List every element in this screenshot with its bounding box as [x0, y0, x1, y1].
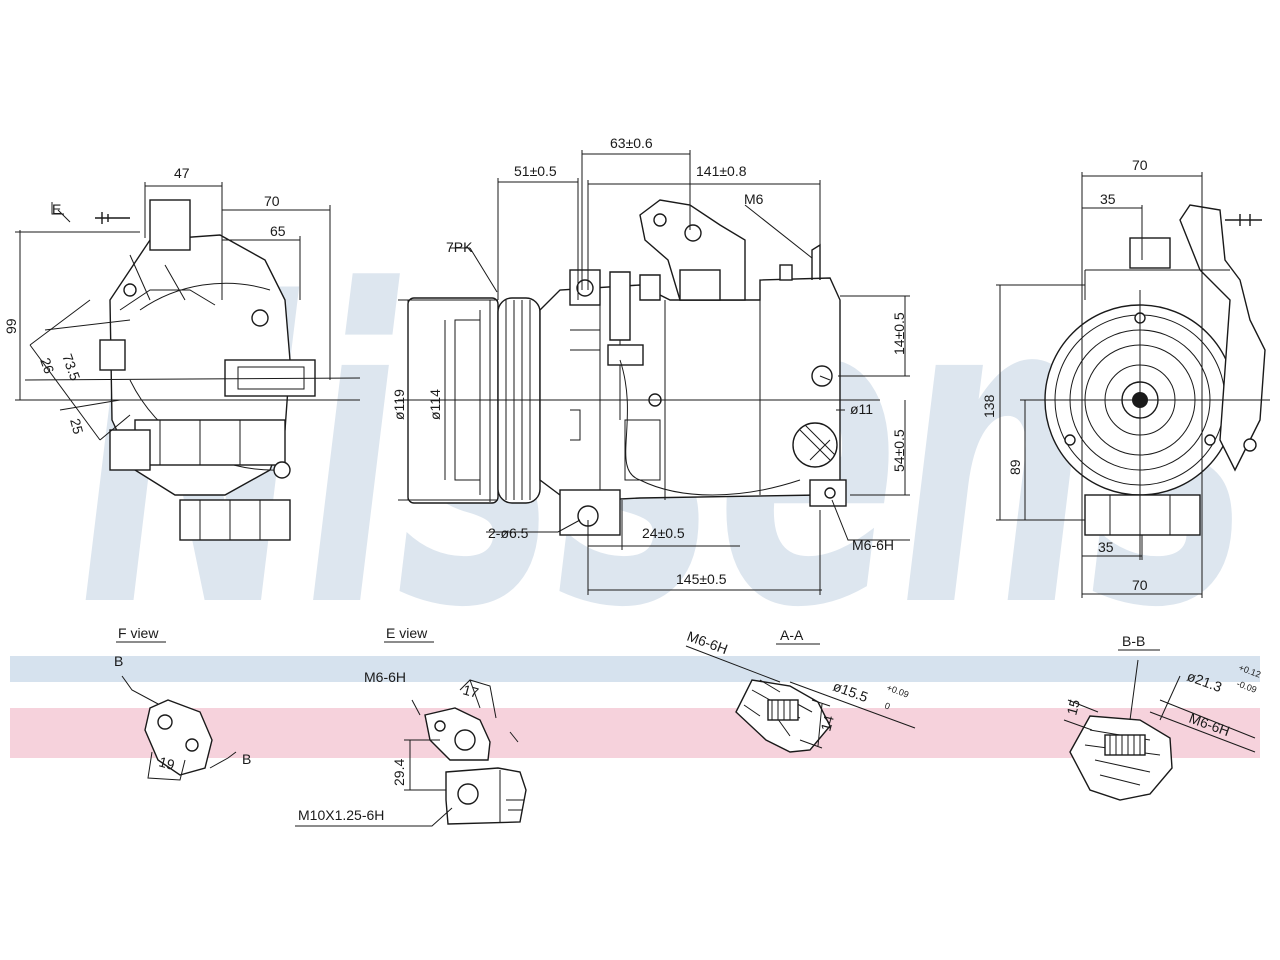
left-dim-26: 26	[37, 356, 57, 376]
eview-thread2: M10X1.25-6H	[298, 807, 384, 823]
aa-tol-dn: 0	[883, 700, 891, 711]
left-dim-25: 25	[67, 417, 87, 436]
aa-title: A-A	[780, 627, 804, 643]
fview-label-b1: B	[114, 653, 123, 669]
eview-fitting	[445, 767, 527, 825]
bb-dim-15: 15	[1063, 697, 1083, 716]
watermark-band-pink	[10, 708, 1260, 758]
right-dim-138: 138	[981, 394, 997, 418]
right-side-view: 70 35 138 89 35 70	[981, 157, 1270, 598]
front-dim-24: 24±0.5	[642, 525, 685, 541]
left-tag-e: E	[52, 201, 61, 217]
bb-section	[1069, 715, 1173, 801]
detail-e-view: E view M6-6H 17 29.4 M10X1.25-6H	[295, 625, 527, 827]
fview-dim-19: 19	[157, 753, 176, 773]
aa-dim-14: 14	[817, 713, 837, 732]
detail-f-view: F view B 19 B	[114, 625, 251, 781]
front-dim-holes: 2-ø6.5	[488, 525, 529, 541]
front-dim-m6: M6	[744, 191, 764, 207]
right-dim-89: 89	[1007, 459, 1023, 475]
front-dim-54: 54±0.5	[891, 429, 907, 472]
front-view: 63±0.6 51±0.5 141±0.8 M6 7PK ø119 ø114 1…	[391, 135, 910, 595]
eview-title: E view	[386, 625, 428, 641]
front-dim-7pk: 7PK	[446, 239, 473, 255]
front-dim-145: 145±0.5	[676, 571, 727, 587]
front-dim-d119: ø119	[391, 389, 407, 420]
front-dim-63: 63±0.6	[610, 135, 653, 151]
front-dim-51: 51±0.5	[514, 163, 557, 179]
eview-thread1: M6-6H	[364, 669, 406, 685]
left-dim-65: 65	[270, 223, 286, 239]
front-dim-m6-6h: M6-6H	[852, 537, 894, 553]
right-dim-35-bottom: 35	[1098, 539, 1114, 555]
fview-label-b2: B	[242, 751, 251, 767]
front-dim-d114: ø114	[427, 389, 443, 420]
front-dim-d11: ø11	[850, 401, 873, 417]
right-dim-70-bottom: 70	[1132, 577, 1148, 593]
right-dim-35-top: 35	[1100, 191, 1116, 207]
left-dim-70: 70	[264, 193, 280, 209]
eview-dim-29-4: 29.4	[391, 759, 407, 786]
eview-dim-17: 17	[461, 681, 480, 701]
left-dim-99: 99	[3, 318, 19, 334]
left-side-view: E 47 70 65 99 73.5 26 25	[3, 165, 361, 541]
front-dim-141: 141±0.8	[696, 163, 747, 179]
front-compressor-body	[539, 277, 841, 501]
front-dim-14: 14±0.5	[891, 312, 907, 355]
fview-title: F view	[118, 625, 159, 641]
bb-title: B-B	[1122, 633, 1145, 649]
left-dim-47: 47	[174, 165, 190, 181]
right-dim-70-top: 70	[1132, 157, 1148, 173]
watermark-band-blue	[10, 656, 1260, 682]
